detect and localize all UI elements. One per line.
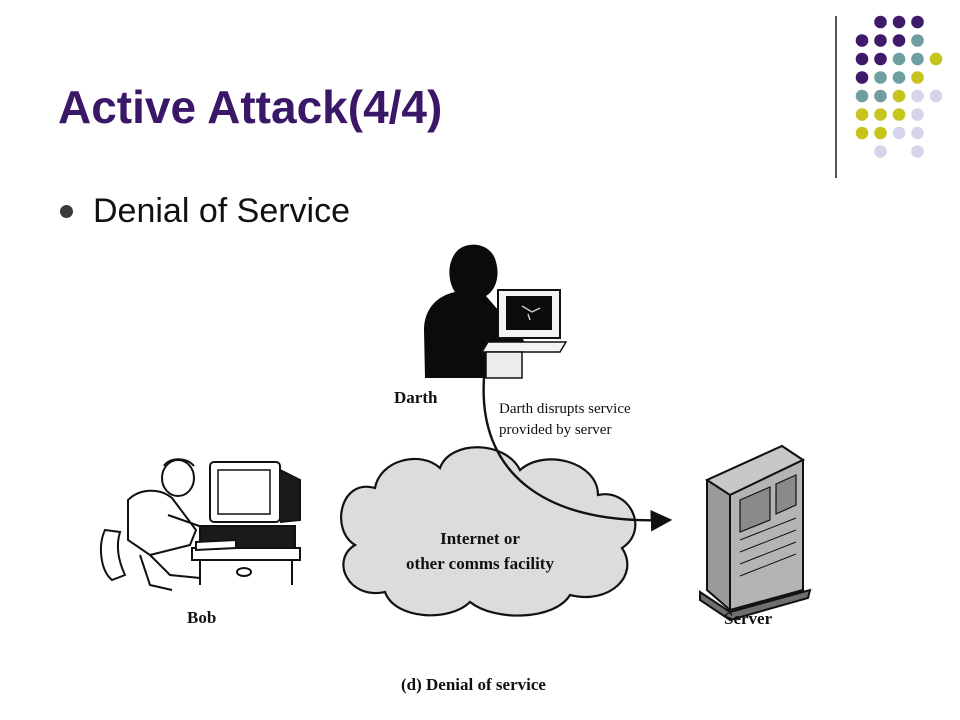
decorative-dot [874,108,887,121]
decorative-dot [874,34,887,47]
decorative-dot [874,15,887,29]
decorative-dot [911,145,924,158]
decorative-dot [874,71,887,84]
attack-note-line1: Darth disrupts service [499,401,631,417]
header-divider [835,16,837,178]
decorative-dot [911,108,924,121]
bullet-icon [60,205,73,218]
decorative-dot [855,108,869,121]
attack-arrow [482,377,673,532]
server-tower-icon [699,444,812,622]
decorative-dot [855,126,869,140]
attacker-label: Darth [394,388,438,407]
diagram-caption: (d) Denial of service [401,675,546,694]
decorative-dot [892,126,906,140]
decorative-dot [874,52,887,66]
decorative-dot [929,89,943,103]
decorative-dot [911,126,924,140]
decorative-dot [929,52,943,66]
decorative-dot [874,145,887,158]
decorative-dot [892,52,906,66]
decorative-dot [855,52,869,66]
bullet-item: Denial of Service [60,192,350,231]
decorative-dot [892,89,906,103]
decorative-dot [911,34,924,47]
decorative-dot [874,89,887,103]
attack-note-line2: provided by server [499,422,611,438]
user-label: Bob [187,608,216,627]
cloud-label-line2: other comms facility [406,554,554,573]
decorative-dot [892,71,906,84]
decorative-dot [892,15,906,29]
decorative-dot [892,34,906,47]
server-label: Server [724,609,773,628]
decorative-dot [911,71,924,84]
decorative-dot [911,15,924,29]
person-at-computer-icon [99,458,301,591]
decorative-dot [855,71,869,84]
hacker-at-terminal-icon [424,244,568,379]
cloud-label-line1: Internet or [440,529,520,548]
decorative-dot [874,126,887,140]
decorative-dot [855,34,869,47]
decorative-dot-grid [855,15,943,158]
decorative-dot [911,52,924,66]
page-title: Active Attack(4/4) [58,81,443,133]
bullet-text: Denial of Service [93,192,351,230]
decorative-dot [892,108,906,121]
decorative-dot [855,89,869,103]
cloud-icon [340,446,637,617]
decorative-dot [911,89,924,103]
